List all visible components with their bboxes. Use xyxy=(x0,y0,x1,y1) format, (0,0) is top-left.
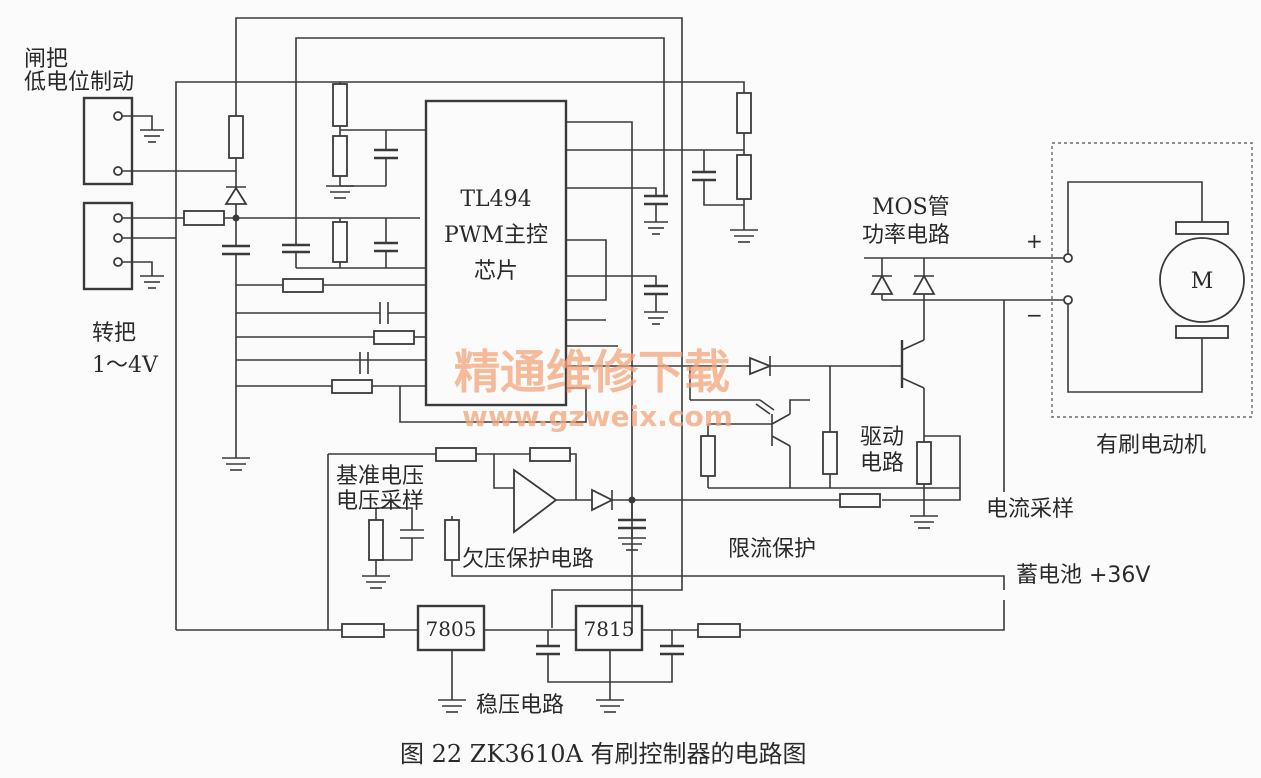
current-limit-label: 限流保护 xyxy=(728,537,816,562)
input-stage xyxy=(222,115,426,471)
chip-bias-network xyxy=(282,82,426,269)
motor-block xyxy=(1051,142,1253,418)
brake-low-label: 低电位制动 xyxy=(24,70,134,95)
regulator-7805-label: 7805 xyxy=(426,617,477,641)
current-sample-label: 电流采样 xyxy=(986,497,1074,522)
figure-caption: 图 22 ZK3610A 有刷控制器的电路图 xyxy=(400,740,806,768)
chip-label-line2: PWM主控 xyxy=(444,223,548,248)
motor-minus-label: − xyxy=(1026,303,1043,327)
chip-right-network xyxy=(399,92,758,630)
watermark-url: www.gzweix.com xyxy=(462,400,733,433)
watermark-title: 精通维修下载 xyxy=(454,345,730,399)
tl494-chip xyxy=(424,99,568,407)
regulator-label: 稳压电路 xyxy=(476,693,564,718)
drive-label-line1: 驱动 xyxy=(860,425,904,450)
chip-label-line1: TL494 xyxy=(460,187,531,212)
motor-label: 有刷电动机 xyxy=(1096,433,1206,458)
regulator-section xyxy=(176,600,1005,713)
motor-symbol: M xyxy=(1191,269,1214,294)
undervoltage-section xyxy=(327,447,1005,630)
reference-label-line1: 基准电压 xyxy=(336,464,424,489)
mos-label-line1: MOS管 xyxy=(872,195,950,220)
battery-label: 蓄电池 +36V xyxy=(1016,563,1150,588)
brake-connector xyxy=(82,96,236,186)
regulator-7815-label: 7815 xyxy=(584,617,635,641)
brake-label: 闸把 xyxy=(24,47,68,72)
drive-section xyxy=(689,356,960,489)
undervoltage-label: 欠压保护电路 xyxy=(462,547,594,572)
handle-label: 转把 xyxy=(92,321,136,346)
handle-connector xyxy=(82,201,420,291)
chip-label-line3: 芯片 xyxy=(474,259,518,284)
mos-label-line2: 功率电路 xyxy=(862,223,950,248)
handle-voltage-label: 1～4V xyxy=(92,353,159,378)
top-wiring xyxy=(175,17,745,630)
mos-power-stage xyxy=(864,257,1068,529)
reference-label-line2: 电压采样 xyxy=(336,489,424,514)
drive-label-line2: 电路 xyxy=(860,451,904,476)
motor-plus-label: + xyxy=(1026,229,1043,253)
